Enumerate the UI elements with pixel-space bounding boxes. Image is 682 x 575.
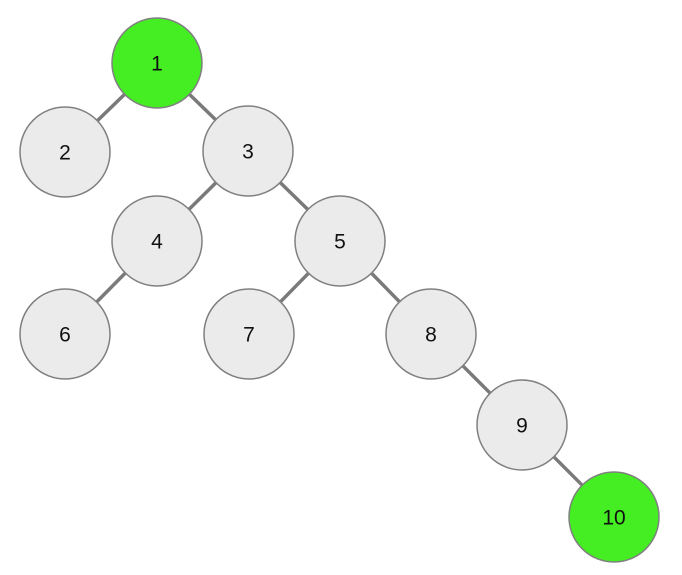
node-circle[interactable]: [385, 288, 477, 380]
node-circle[interactable]: [294, 195, 386, 287]
graph-node-4[interactable]: 4: [111, 195, 203, 287]
graph-node-1[interactable]: 1: [111, 17, 203, 109]
graph-edge: [369, 271, 402, 304]
node-circle[interactable]: [19, 106, 111, 198]
graph-edge: [461, 364, 492, 395]
node-circle[interactable]: [202, 105, 294, 197]
edges-layer: [94, 92, 584, 487]
node-circle[interactable]: [476, 379, 568, 471]
graph-node-9[interactable]: 9: [476, 379, 568, 471]
node-circle[interactable]: [203, 288, 295, 380]
graph-edge: [95, 92, 127, 123]
graph-node-8[interactable]: 8: [385, 288, 477, 380]
graph-node-7[interactable]: 7: [203, 288, 295, 380]
node-circle[interactable]: [111, 17, 203, 109]
graph-edge: [278, 180, 310, 212]
graph-edge: [278, 271, 311, 304]
node-circle[interactable]: [568, 471, 660, 563]
node-circle[interactable]: [19, 288, 111, 380]
graph-node-3[interactable]: 3: [202, 105, 294, 197]
graph-node-5[interactable]: 5: [294, 195, 386, 287]
graph-edge: [552, 455, 584, 487]
graph-node-6[interactable]: 6: [19, 288, 111, 380]
node-circle[interactable]: [111, 195, 203, 287]
graph-node-10[interactable]: 10: [568, 471, 660, 563]
graph-edge: [187, 180, 218, 212]
graph-edge: [94, 271, 128, 304]
graph-edge: [187, 92, 218, 122]
graph-node-2[interactable]: 2: [19, 106, 111, 198]
